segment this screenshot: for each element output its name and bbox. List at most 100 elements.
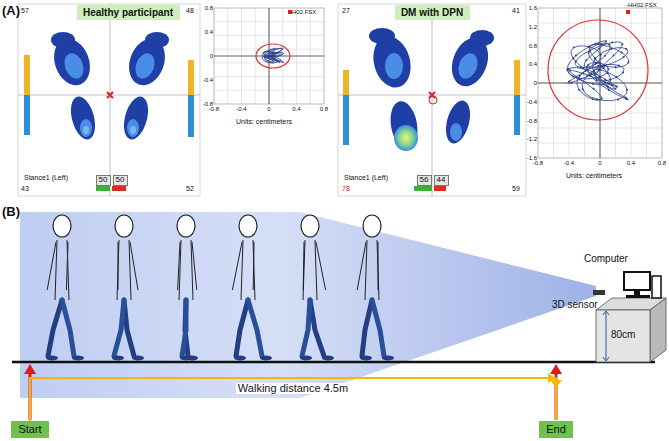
cop-point [568, 80, 570, 82]
cop-point [589, 50, 591, 52]
percent-box: 56 [417, 175, 432, 186]
cop-point [609, 44, 611, 46]
cop-point [621, 51, 623, 53]
foot [180, 356, 192, 361]
tick-label: -1.6 [527, 155, 537, 161]
tick-label: -0.4 [236, 106, 246, 112]
cop-point [585, 70, 587, 72]
cop-point [618, 64, 620, 66]
cop-point [572, 58, 574, 60]
stance-label: Stance1 (Left) [24, 174, 68, 181]
tick-label: 0 [534, 80, 537, 86]
axis-title: Units: centimeters [236, 118, 292, 125]
head [53, 215, 71, 237]
grid-line [538, 83, 662, 84]
cop-point [590, 73, 592, 75]
corner-number: 27 [342, 7, 350, 14]
cop-point [586, 67, 588, 69]
torso [117, 240, 131, 300]
cop-point [576, 76, 578, 78]
leg [182, 300, 186, 356]
dimension: 80cm [611, 330, 635, 340]
group-tag: Healthy participant [77, 5, 180, 20]
cop-point [604, 55, 606, 57]
head [239, 215, 257, 237]
cop-point [594, 63, 596, 65]
cop-point [604, 79, 606, 81]
cop-point [598, 69, 600, 71]
tick-label: -0.8 [527, 118, 537, 124]
leg [248, 300, 262, 356]
foot [382, 356, 394, 361]
node-text: 44 [437, 176, 446, 185]
cop-point [608, 89, 610, 91]
arm [357, 242, 378, 290]
cop-point [615, 76, 617, 78]
leg [372, 300, 384, 356]
edge-label: Walking distance 4.5m [236, 383, 350, 394]
foot [300, 356, 312, 361]
cop-point [592, 83, 594, 85]
cop-point [611, 42, 613, 44]
cop-point [594, 43, 596, 45]
cop-point [626, 89, 628, 91]
cop-point [598, 48, 600, 50]
cop-point [599, 62, 601, 64]
node-text: Healthy participant [83, 7, 173, 18]
cop-point [617, 98, 619, 100]
percent-box: 50 [96, 175, 111, 186]
cop-point [575, 61, 577, 63]
cop-point [623, 56, 625, 58]
torso [365, 240, 379, 300]
leg [62, 300, 74, 356]
percent-box: 44 [434, 175, 449, 186]
corner-number: 59 [512, 185, 520, 192]
cop-point [615, 88, 617, 90]
cop-point [607, 72, 609, 74]
arrow-head [548, 373, 555, 383]
corner-number: 48 [186, 7, 194, 14]
file-name: -H02.FSX [290, 9, 316, 15]
connector [30, 373, 562, 421]
stance-label: Stance1 (Left) [344, 174, 388, 181]
foot [46, 356, 58, 361]
cop-point [575, 55, 577, 57]
head [115, 215, 133, 237]
cop-point [603, 67, 605, 69]
arm [47, 242, 68, 290]
chart-frame [538, 8, 662, 158]
arm [303, 242, 325, 290]
cop-point [578, 77, 580, 79]
cop-point [588, 46, 590, 48]
foot [132, 356, 144, 361]
leg [236, 300, 248, 356]
cop-point [590, 75, 592, 77]
cop-point [607, 68, 609, 70]
cop-point [572, 76, 574, 78]
corner-number: 52 [186, 185, 194, 192]
tick-label: 0 [210, 53, 213, 59]
tick-label: 0.4 [627, 160, 635, 166]
axis-title: Units: centimeters [566, 172, 622, 179]
tick-label: 1.6 [529, 5, 537, 11]
torso [303, 240, 317, 300]
corner-number: 41 [512, 7, 520, 14]
node-text: 50 [99, 176, 108, 185]
marker-box: End [539, 421, 573, 438]
cop-trace [262, 48, 284, 63]
marker-box: Start [11, 421, 49, 438]
tick-label: 0.4 [529, 61, 537, 67]
head [363, 215, 381, 237]
cop-point [601, 98, 603, 100]
cop-point [608, 82, 610, 84]
cop-point [615, 66, 617, 68]
file-marker [626, 10, 630, 14]
file-name: -HH02.FSX [626, 2, 657, 8]
corner-number: 57 [21, 7, 29, 14]
node-text: Start [18, 423, 41, 435]
foot [260, 356, 272, 361]
node-text: DM with DPN [401, 7, 463, 18]
tick-label: -0.8 [203, 101, 213, 107]
